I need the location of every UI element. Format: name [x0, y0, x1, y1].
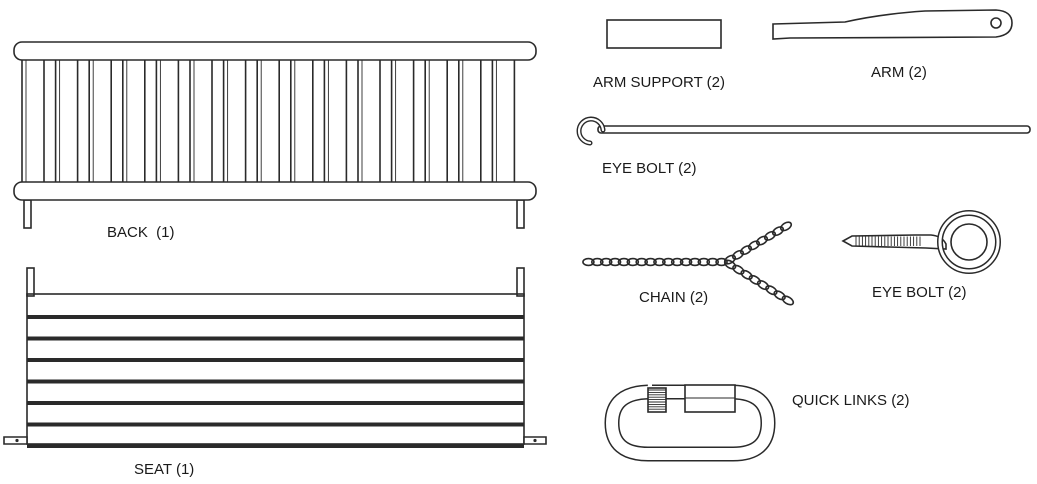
chain-link [755, 235, 769, 246]
chain-link [644, 257, 657, 267]
back-part [13, 41, 537, 229]
chain-link [670, 257, 684, 267]
screw-eye-bolt-part [841, 210, 1001, 274]
back-slat [289, 57, 314, 185]
chain-link [740, 269, 753, 280]
long-eye-bolt-label: EYE BOLT (2) [602, 160, 696, 177]
chain-link [599, 257, 613, 267]
chain-link [732, 264, 745, 275]
seat-slat [27, 315, 524, 319]
seat-part [3, 267, 547, 448]
seat-slat [27, 358, 524, 362]
chain-link [765, 285, 778, 296]
chain-part [582, 221, 795, 306]
back-slat [491, 57, 516, 185]
back-slat [357, 57, 381, 185]
chain-link [662, 257, 675, 267]
chain-link [608, 257, 622, 267]
chain-link [706, 257, 719, 267]
back-slat [88, 57, 112, 185]
chain-link [723, 259, 737, 270]
arm-part [772, 9, 1013, 40]
back-slat [323, 57, 348, 185]
back-slat [390, 57, 415, 185]
back-slat [155, 57, 180, 185]
long-eye-bolt-part [576, 116, 1031, 146]
back-slat [256, 57, 281, 185]
chain-label: CHAIN (2) [639, 289, 708, 306]
chain-link [779, 221, 793, 232]
chain-link [747, 240, 761, 251]
back-slat [21, 57, 45, 185]
quick-link-part [604, 384, 776, 462]
back-label: BACK (1) [107, 224, 175, 241]
back-slat [54, 57, 79, 185]
chain-link [679, 257, 693, 267]
seat-slat [27, 422, 524, 427]
chain-link [756, 279, 770, 291]
chain-link [582, 257, 595, 267]
seat-slat [27, 379, 524, 384]
chain-link [715, 257, 728, 267]
back-slat [189, 57, 213, 185]
chain-link [635, 257, 648, 267]
back-slat [424, 57, 449, 185]
chain-link [781, 295, 795, 306]
chain-link [653, 257, 666, 267]
back-slat [122, 57, 146, 185]
arm-support-part [606, 19, 722, 49]
seat-slat [27, 336, 524, 341]
chain-link [591, 257, 604, 267]
chain-link [697, 257, 711, 267]
chain-link [626, 257, 640, 267]
seat-slat [27, 401, 524, 405]
chain-link [773, 290, 786, 301]
chain-link [763, 230, 777, 241]
seat-label: SEAT (1) [134, 461, 194, 478]
arm-support-label: ARM SUPPORT (2) [593, 74, 725, 91]
chain-link [771, 226, 785, 237]
chain-link [617, 257, 631, 267]
screw-eye-bolt-label: EYE BOLT (2) [872, 284, 966, 301]
quick-links-label: QUICK LINKS (2) [792, 392, 910, 409]
chain-link [688, 257, 702, 267]
back-slat [457, 57, 482, 185]
seat-slat [27, 444, 524, 448]
chain-link [748, 274, 762, 286]
chain-link [731, 249, 745, 260]
arm-label: ARM (2) [871, 64, 927, 81]
back-slat [222, 57, 247, 185]
chain-link [739, 245, 753, 256]
